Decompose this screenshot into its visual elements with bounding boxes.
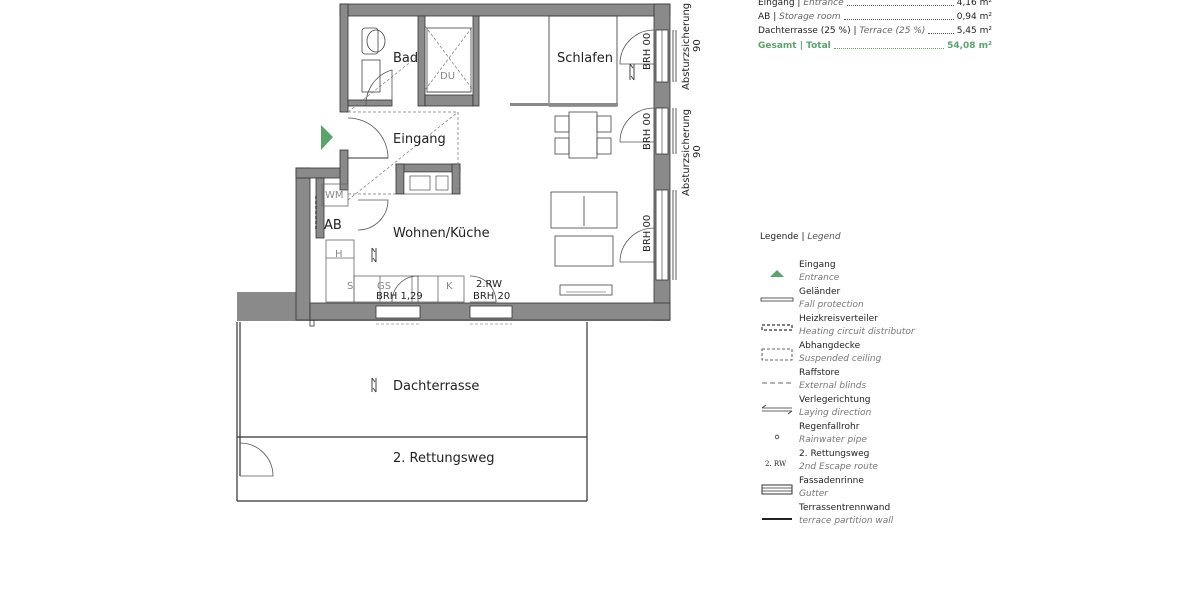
tv-board [559, 284, 613, 296]
interior-walls [315, 15, 480, 239]
window-swing-living [619, 227, 655, 263]
washing-machine-box [321, 183, 349, 207]
floor-plan: Bad DU Schlafen Eingang WM AB Wohnen/Küc… [236, 3, 703, 502]
terrace-outline [236, 322, 588, 502]
label-2rw: 2.RW [476, 279, 502, 290]
label-gs: GS [377, 281, 391, 292]
legend-title: Legende | Legend [760, 232, 841, 242]
room-label-du: DU [440, 71, 455, 82]
railing-icon [760, 297, 794, 302]
area-row-eingang: Eingang | Entrance 4,16 m² [758, 0, 992, 8]
rainwater-pipe-icon [774, 434, 780, 440]
storage-door-swing [357, 199, 389, 231]
suspended-ceiling-area [347, 25, 474, 201]
external-blinds-icon [762, 382, 792, 384]
window-swing-2 [469, 275, 497, 303]
label-wm: WM [325, 190, 344, 201]
gutter-icon [761, 484, 793, 495]
sofa [550, 191, 618, 267]
terrace-door-swing [239, 442, 274, 477]
partition-wall-icon [762, 518, 792, 520]
entrance-triangle-icon [770, 270, 784, 277]
entrance-triangle-icon [321, 125, 333, 150]
window-swing-bedroom [619, 29, 655, 65]
label-brh-20: BRH 20 [473, 291, 510, 302]
label-absturz-1-value: 90 [692, 39, 703, 52]
area-row-ab: AB | Storage room 0,94 m² [758, 12, 992, 22]
window-swing-1 [391, 275, 419, 303]
exterior-walls [295, 3, 671, 321]
window-swing-dining [619, 107, 655, 143]
escape-route-icon: 2. RW [765, 460, 787, 468]
label-k: K [446, 281, 453, 292]
bath-door-swing [365, 69, 393, 107]
room-label-bad: Bad [393, 51, 418, 66]
laying-direction-icon [761, 404, 793, 415]
dining-table [554, 111, 612, 159]
label-absturz-2: Absturzsicherung [681, 109, 692, 196]
area-row-total: Gesamt | Total 54,08 m² [758, 41, 992, 51]
room-label-dachterrasse: Dachterrasse [393, 379, 479, 394]
suspended-ceiling-icon [761, 348, 793, 361]
label-brh-00-dining: BRH 00 [642, 113, 653, 150]
entrance-door-swing [347, 117, 389, 159]
label-brh-00-bedroom: BRH 00 [642, 33, 653, 70]
bathroom-fixtures [361, 27, 472, 93]
room-label-eingang: Eingang [393, 132, 446, 147]
area-row-dachterrasse: Dachterrasse (25 %) | Terrace (25 %) 5,4… [758, 26, 992, 36]
label-absturz-2-value: 90 [692, 145, 703, 158]
gutter-band [237, 292, 307, 320]
room-label-rettungsweg: 2. Rettungsweg [393, 451, 495, 466]
laying-direction-icon [371, 63, 635, 393]
room-label-wohnen: Wohnen/Küche [393, 226, 490, 241]
heating-distributor-icon [761, 324, 793, 331]
label-s: S [347, 281, 353, 292]
room-label-schlafen: Schlafen [557, 51, 613, 66]
label-brh-129: BRH 1,29 [376, 291, 423, 302]
label-absturz-1: Absturzsicherung [681, 3, 692, 90]
label-brh-00-living: BRH 00 [642, 215, 653, 252]
label-h: H [335, 249, 343, 260]
room-label-ab: AB [324, 218, 342, 233]
svg-text:2. RW: 2. RW [765, 460, 787, 468]
kitchen-counters [325, 239, 465, 303]
